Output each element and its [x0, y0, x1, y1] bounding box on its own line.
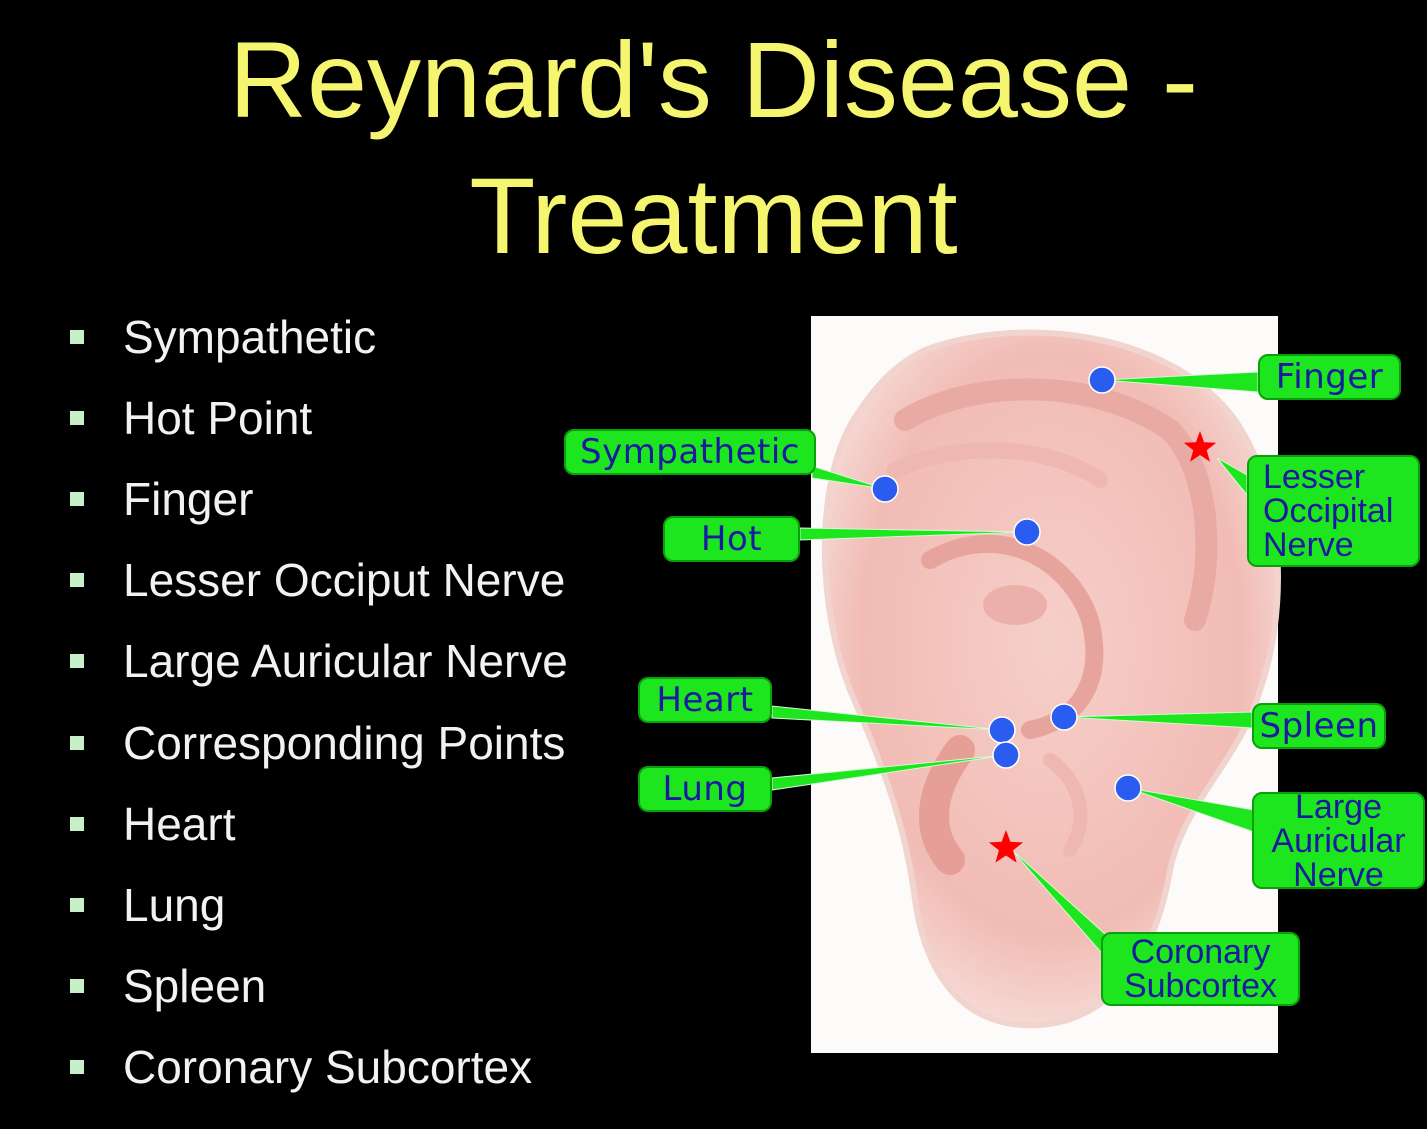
blue-dot-icon — [1050, 703, 1078, 731]
square-bullet-icon — [70, 573, 84, 588]
square-bullet-icon — [70, 897, 84, 912]
list-item: Hot Point — [70, 377, 568, 458]
slide-title: Reynard's Disease - Treatment — [0, 12, 1427, 284]
square-bullet-icon — [70, 979, 84, 994]
treatment-point-list: Sympathetic Hot Point Finger Lesser Occi… — [70, 296, 568, 1108]
square-bullet-icon — [70, 654, 84, 669]
blue-dot-icon — [1114, 774, 1142, 802]
square-bullet-icon — [70, 491, 84, 506]
hot-leader — [799, 527, 1028, 541]
list-item: Large Auricular Nerve — [70, 621, 568, 702]
red-star-icon — [988, 830, 1024, 863]
square-bullet-icon — [70, 410, 84, 425]
label-finger: Finger — [1258, 354, 1401, 400]
red-star-icon — [1183, 431, 1217, 462]
label-lung: Lung — [638, 766, 772, 812]
square-bullet-icon — [70, 735, 84, 750]
blue-dot-icon — [871, 475, 899, 503]
list-item: Corresponding Points — [70, 702, 568, 783]
slide-title-line-2: Treatment — [469, 155, 958, 276]
list-item: Finger — [70, 458, 568, 539]
blue-dot-icon — [1013, 518, 1041, 546]
list-item: Spleen — [70, 946, 568, 1027]
star-points — [988, 431, 1217, 863]
square-bullet-icon — [70, 1060, 84, 1075]
list-item: Lung — [70, 864, 568, 945]
slide-title-line-1: Reynard's Disease - — [229, 19, 1198, 140]
list-item: Sympathetic — [70, 296, 568, 377]
label-heart: Heart — [638, 677, 772, 723]
lung-leader — [771, 754, 1007, 791]
leader-lines — [771, 371, 1259, 960]
list-item: Lesser Occiput Nerve — [70, 540, 568, 621]
label-coronary-subcortex: Coronary Subcortex — [1101, 932, 1300, 1006]
list-item: Coronary Subcortex — [70, 1027, 568, 1108]
square-bullet-icon — [70, 329, 84, 344]
label-spleen: Spleen — [1252, 703, 1386, 749]
ear-illustration — [821, 329, 1281, 1029]
label-sympathetic: Sympathetic — [564, 429, 816, 475]
label-hot: Hot — [663, 516, 800, 562]
heart-leader — [771, 705, 1003, 731]
blue-dot-icon — [988, 716, 1016, 744]
list-item: Heart — [70, 783, 568, 864]
square-bullet-icon — [70, 816, 84, 831]
blue-dot-icon — [992, 741, 1020, 769]
acupoints — [871, 366, 1142, 802]
label-lesser-occipital-nerve: Lesser Occipital Nerve — [1247, 455, 1420, 567]
blue-dot-icon — [1088, 366, 1116, 394]
label-large-auricular-nerve: Large Auricular Nerve — [1252, 790, 1425, 892]
